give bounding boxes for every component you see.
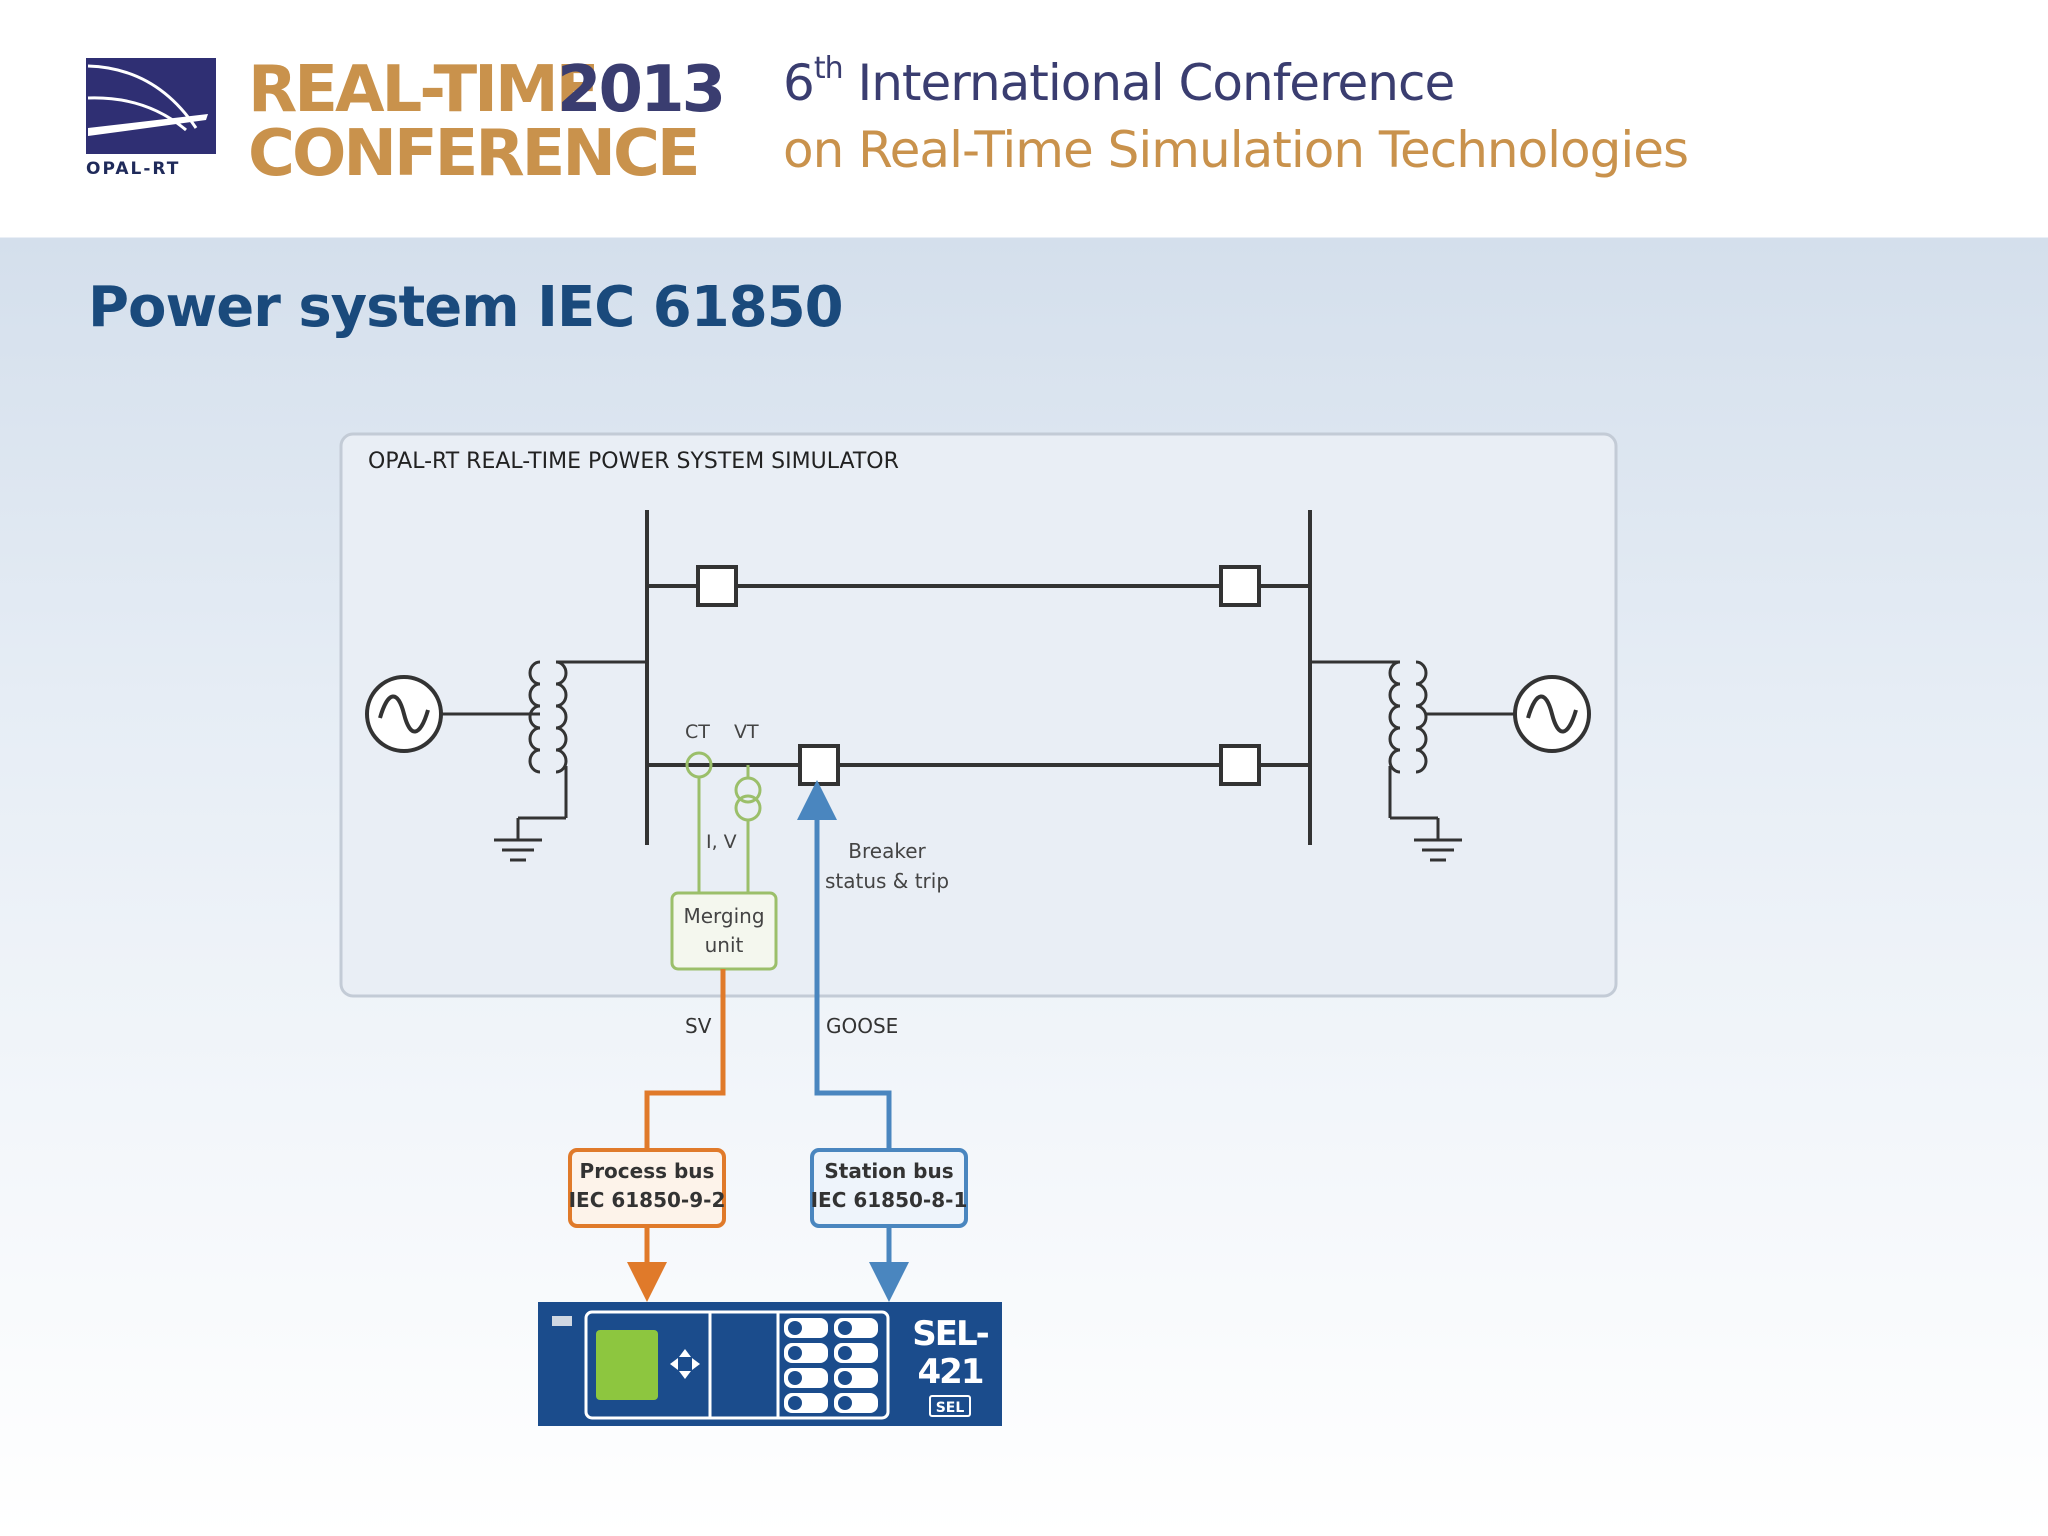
lower-left-breaker (798, 744, 840, 786)
relay-display-screen (596, 1330, 658, 1400)
breaker-status-label-line2: status & trip (825, 869, 949, 893)
merging-unit-label-line2: unit (705, 933, 744, 957)
right-transformer-icon (1310, 660, 1514, 818)
relay-front-panel (584, 1310, 890, 1420)
breaker-status-label-line1: Breaker (848, 839, 926, 863)
ct-label: CT (685, 721, 710, 743)
relay-model-line2: 421 (918, 1352, 983, 1392)
right-ground-icon (1390, 816, 1462, 862)
process-bus-label-line1: Process bus (580, 1159, 715, 1183)
upper-left-breaker (696, 565, 738, 607)
vt-label: VT (734, 721, 759, 743)
goose-path (797, 780, 892, 1150)
slide-title: Power system IEC 61850 (88, 275, 844, 340)
left-ground-icon (494, 816, 566, 862)
ordinal-suffix: th (813, 51, 844, 87)
station-bus-label-line1: Station bus (824, 1159, 953, 1183)
ordinal-number: 6 (783, 54, 815, 112)
opal-rt-logo (86, 58, 216, 154)
logo-wordmark: OPAL-RT (86, 159, 181, 179)
relay-model-line1: SEL- (912, 1314, 988, 1354)
sv-label: SV (685, 1014, 712, 1038)
sel-421-relay: SEL- 421 SEL (538, 1302, 1002, 1426)
goose-label: GOOSE (826, 1014, 898, 1038)
subtitle-line1-text: International Conference (857, 54, 1456, 112)
relay-brand-badge: SEL (936, 1400, 965, 1416)
simulator-box (339, 432, 1618, 998)
conference-subtitle-line2: on Real-Time Simulation Technologies (783, 121, 1689, 179)
conference-header: OPAL-RT REAL-TIME 2013 CONFERENCE 6th In… (0, 0, 2048, 237)
upper-right-breaker (1219, 565, 1261, 607)
merging-unit-label-line1: Merging (683, 904, 764, 928)
conference-subtitle-line1: 6th International Conference (783, 51, 1456, 112)
iv-label: I, V (706, 831, 737, 853)
lower-right-breaker (1219, 744, 1261, 786)
sv-path (644, 969, 726, 1150)
conference-name-line2: CONFERENCE (248, 117, 701, 191)
simulator-title: OPAL-RT REAL-TIME POWER SYSTEM SIMULATOR (368, 449, 899, 474)
relay-pushbutton-grid (784, 1318, 878, 1413)
right-generator-icon (1513, 675, 1591, 753)
relay-navigation-icon (670, 1349, 700, 1379)
conference-year: 2013 (557, 53, 726, 127)
left-generator-icon (365, 675, 443, 753)
conference-name-line1: REAL-TIME (248, 53, 599, 127)
station-bus-label-line2: IEC 61850-8-1 (811, 1188, 968, 1212)
left-transformer-icon (528, 660, 646, 818)
process-bus-label-line2: IEC 61850-9-2 (569, 1188, 726, 1212)
